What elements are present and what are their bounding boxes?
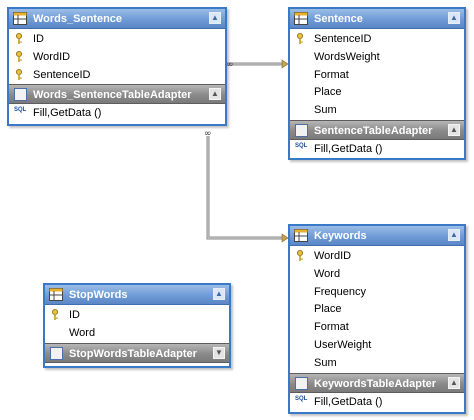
method-row[interactable]: SQL Fill,GetData () — [9, 104, 225, 123]
field-row[interactable]: Sum — [290, 355, 464, 373]
key-icon — [52, 309, 58, 320]
field-row[interactable]: Word — [45, 325, 229, 343]
svg-text:∞: ∞ — [226, 60, 234, 70]
field-list: ID Word — [45, 305, 229, 343]
table-icon — [294, 12, 308, 25]
collapse-button[interactable]: ▲ — [448, 229, 460, 241]
svg-text:∞: ∞ — [204, 129, 212, 139]
expand-button[interactable]: ▼ — [213, 346, 225, 359]
adapter-header[interactable]: StopWordsTableAdapter ▼ — [45, 342, 229, 363]
field-row[interactable]: Place — [290, 84, 464, 102]
table-title: Keywords — [314, 230, 367, 242]
field-row[interactable]: Frequency — [290, 284, 464, 302]
relation-words-sentence-to-keywords[interactable]: ∞ — [204, 129, 289, 243]
table-adapter-icon — [295, 376, 308, 390]
table-adapter-icon — [14, 88, 27, 102]
field-list: WordID Word Frequency Place Format UserW… — [290, 246, 464, 373]
method-row[interactable]: SQL Fill,GetData () — [290, 140, 464, 159]
table-title: StopWords — [69, 289, 128, 301]
collapse-button[interactable]: ▲ — [448, 376, 460, 389]
table-keywords[interactable]: Keywords ▲ WordID Word Frequency Place F… — [288, 224, 466, 414]
key-icon — [16, 50, 22, 62]
table-icon — [49, 288, 63, 301]
field-name: Format — [314, 68, 349, 81]
field-name: Format — [314, 321, 349, 334]
field-row[interactable]: SentenceID — [290, 31, 464, 49]
adapter-title: Words_SentenceTableAdapter — [33, 89, 192, 102]
field-name: Place — [314, 86, 342, 99]
adapter-title: SentenceTableAdapter — [314, 124, 433, 137]
field-row[interactable]: ID — [45, 307, 229, 325]
adapter-header[interactable]: Words_SentenceTableAdapter ▲ — [9, 84, 225, 105]
table-header[interactable]: Sentence ▲ — [290, 9, 464, 29]
field-row[interactable]: WordID — [290, 248, 464, 266]
field-row[interactable]: ID — [9, 31, 225, 49]
method-row[interactable]: SQL Fill,GetData () — [290, 393, 464, 412]
collapse-button[interactable]: ▲ — [209, 12, 221, 24]
table-header[interactable]: Keywords ▲ — [290, 226, 464, 246]
adapter-title: StopWordsTableAdapter — [69, 347, 197, 360]
adapter-title: KeywordsTableAdapter — [314, 377, 437, 390]
field-name: Place — [314, 303, 342, 316]
field-name: UserWeight — [314, 338, 372, 351]
field-name: Sum — [314, 104, 337, 117]
field-row[interactable]: UserWeight — [290, 337, 464, 355]
field-list: ID WordID SentenceID — [9, 29, 225, 84]
field-row[interactable]: Place — [290, 301, 464, 319]
field-row[interactable]: Format — [290, 67, 464, 85]
field-row[interactable]: WordsWeight — [290, 49, 464, 67]
table-sentence[interactable]: Sentence ▲ SentenceID WordsWeight Format… — [288, 7, 466, 160]
method-name: Fill,GetData () — [314, 395, 383, 408]
field-row[interactable]: Format — [290, 319, 464, 337]
table-icon — [294, 229, 308, 242]
table-stopwords[interactable]: StopWords ▲ ID Word StopWordsTableAdapte… — [43, 283, 231, 368]
table-adapter-icon — [50, 346, 63, 360]
adapter-header[interactable]: KeywordsTableAdapter ▲ — [290, 372, 464, 393]
field-list: SentenceID WordsWeight Format Place Sum — [290, 29, 464, 120]
field-name: Word — [69, 326, 96, 339]
sql-query-icon: SQL — [295, 395, 308, 402]
adapter-header[interactable]: SentenceTableAdapter ▲ — [290, 119, 464, 140]
sql-query-icon: SQL — [14, 107, 27, 114]
method-name: Fill,GetData () — [314, 142, 383, 155]
field-row[interactable]: WordID — [9, 49, 225, 67]
table-words-sentence[interactable]: Words_Sentence ▲ ID WordID SentenceID Wo… — [7, 7, 227, 126]
field-name: ID — [33, 33, 44, 45]
sql-query-icon: SQL — [295, 142, 308, 149]
field-name: SentenceID — [314, 33, 372, 45]
field-name: Frequency — [314, 285, 366, 298]
collapse-button[interactable]: ▲ — [448, 12, 460, 24]
table-header[interactable]: StopWords ▲ — [45, 285, 229, 305]
key-icon — [16, 33, 22, 44]
table-header[interactable]: Words_Sentence ▲ — [9, 9, 225, 29]
key-icon — [297, 33, 303, 44]
method-name: Fill,GetData () — [33, 107, 102, 120]
table-adapter-icon — [295, 123, 308, 137]
field-name: Sum — [314, 356, 337, 369]
key-icon — [297, 250, 303, 261]
field-name: WordID — [314, 250, 352, 262]
collapse-button[interactable]: ▲ — [448, 123, 460, 136]
field-row[interactable]: SentenceID — [9, 67, 225, 85]
table-icon — [13, 12, 27, 25]
collapse-button[interactable]: ▲ — [213, 288, 225, 300]
table-title: Words_Sentence — [33, 13, 123, 25]
field-name: SentenceID — [33, 68, 91, 81]
field-name: WordsWeight — [314, 50, 380, 63]
table-title: Sentence — [314, 13, 363, 25]
field-name: WordID — [33, 50, 71, 63]
field-name: Word — [314, 267, 341, 280]
collapse-button[interactable]: ▲ — [209, 88, 221, 101]
field-row[interactable]: Word — [290, 266, 464, 284]
field-name: ID — [69, 309, 80, 321]
relation-words-sentence-to-sentence[interactable]: ∞ — [226, 59, 289, 70]
key-icon — [16, 68, 22, 80]
field-row[interactable]: Sum — [290, 102, 464, 120]
